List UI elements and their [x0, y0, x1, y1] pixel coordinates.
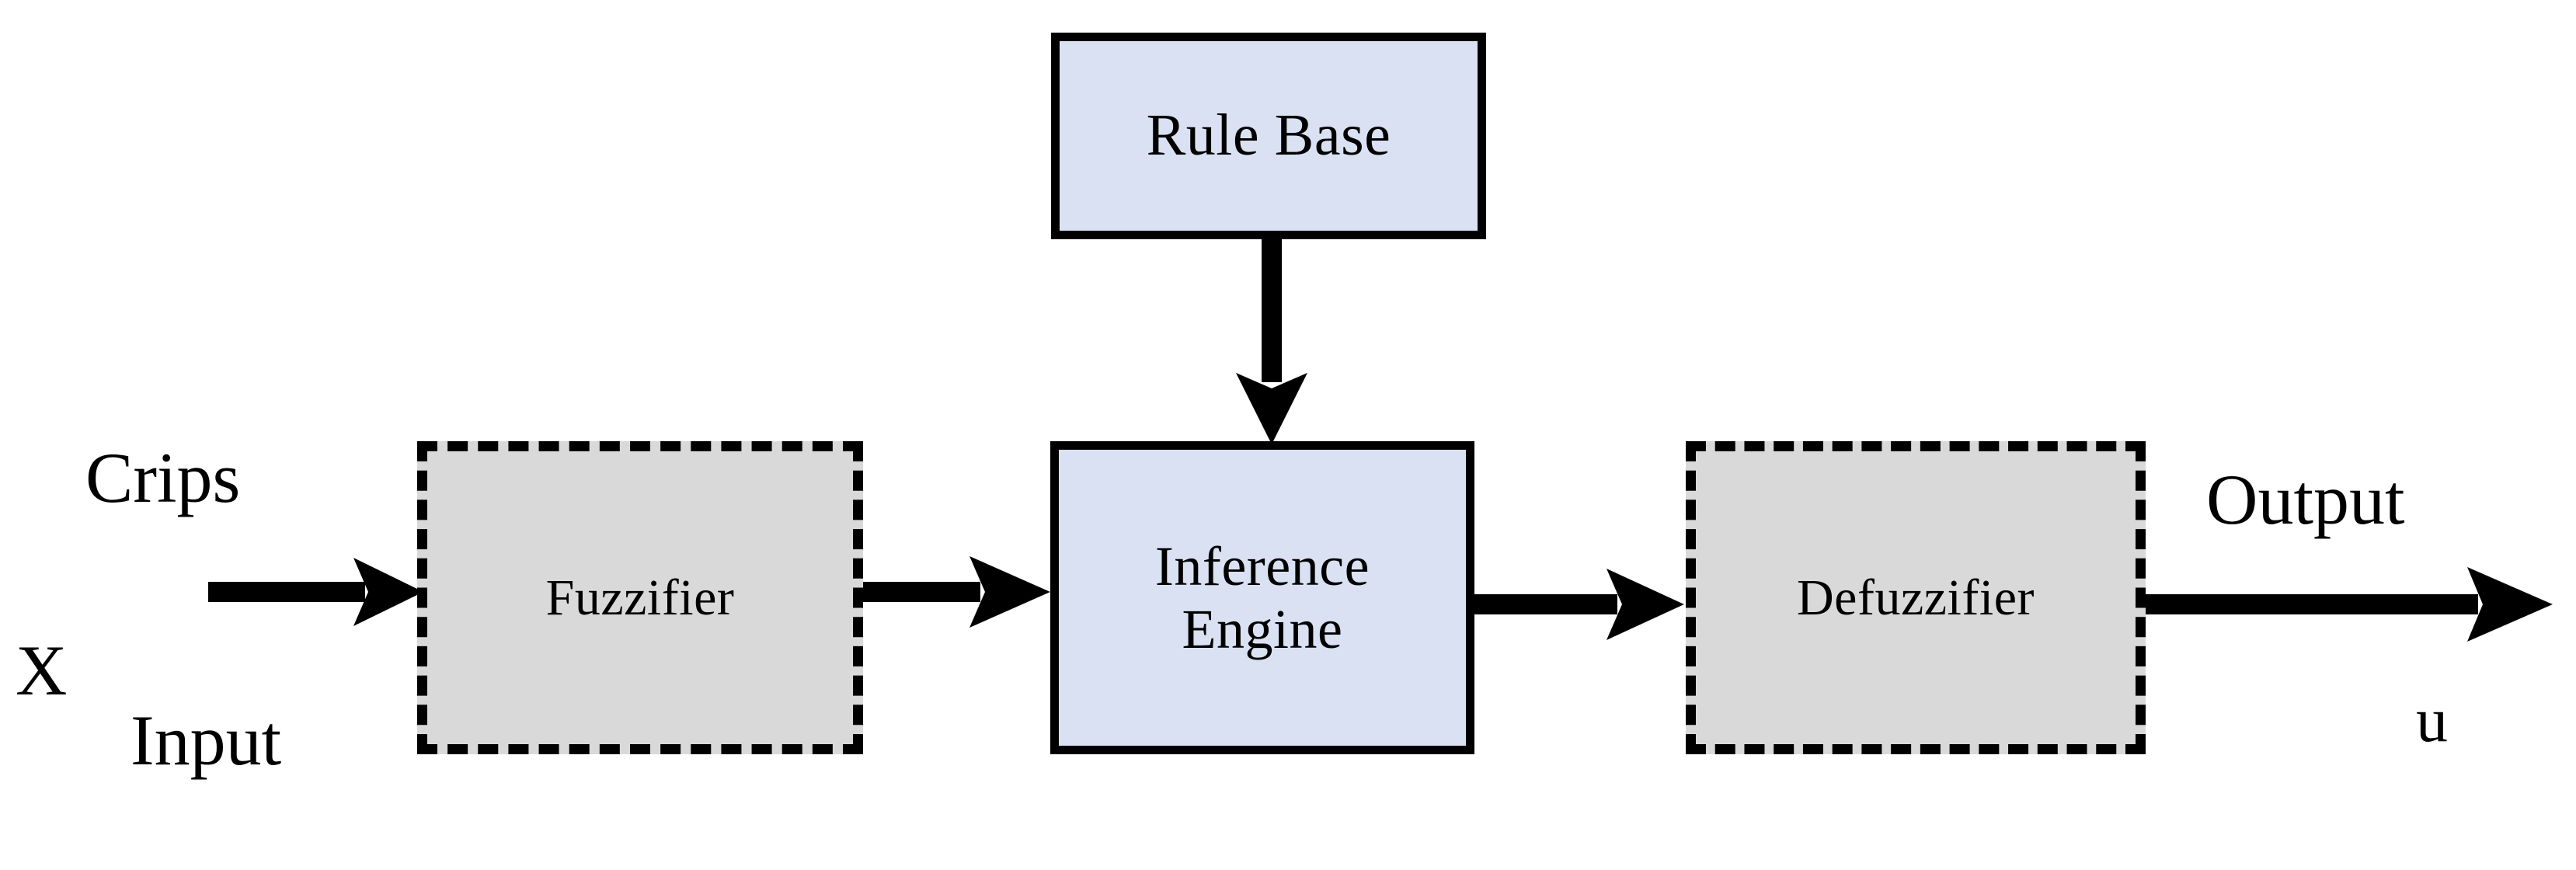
block-rule-base-label: Rule Base — [1146, 103, 1391, 169]
arrow-input-to-fuzzifier — [208, 558, 423, 626]
arrow-fuzzifier-to-inference — [855, 556, 1050, 628]
input-label-x-symbol: X — [16, 631, 68, 710]
output-label-output: Output — [2206, 460, 2405, 539]
input-label-crisp: Crips — [85, 438, 241, 517]
output-label-u-symbol: u — [2416, 684, 2448, 755]
block-defuzzifier[interactable]: Defuzzifier — [1686, 441, 2146, 754]
block-inference-engine-label: Inference Engine — [1154, 534, 1370, 660]
arrow-defuzzifier-to-output — [2138, 567, 2553, 642]
block-fuzzifier-label: Fuzzifier — [545, 569, 735, 626]
block-rule-base[interactable]: Rule Base — [1051, 33, 1486, 239]
block-fuzzifier[interactable]: Fuzzifier — [417, 441, 863, 754]
input-label-input: Input — [131, 701, 282, 780]
block-defuzzifier-label: Defuzzifier — [1797, 569, 2035, 626]
block-inference-engine[interactable]: Inference Engine — [1050, 441, 1474, 754]
arrow-inference-to-defuzzifier — [1468, 569, 1684, 640]
arrow-rulebase-to-inference — [1236, 225, 1307, 444]
